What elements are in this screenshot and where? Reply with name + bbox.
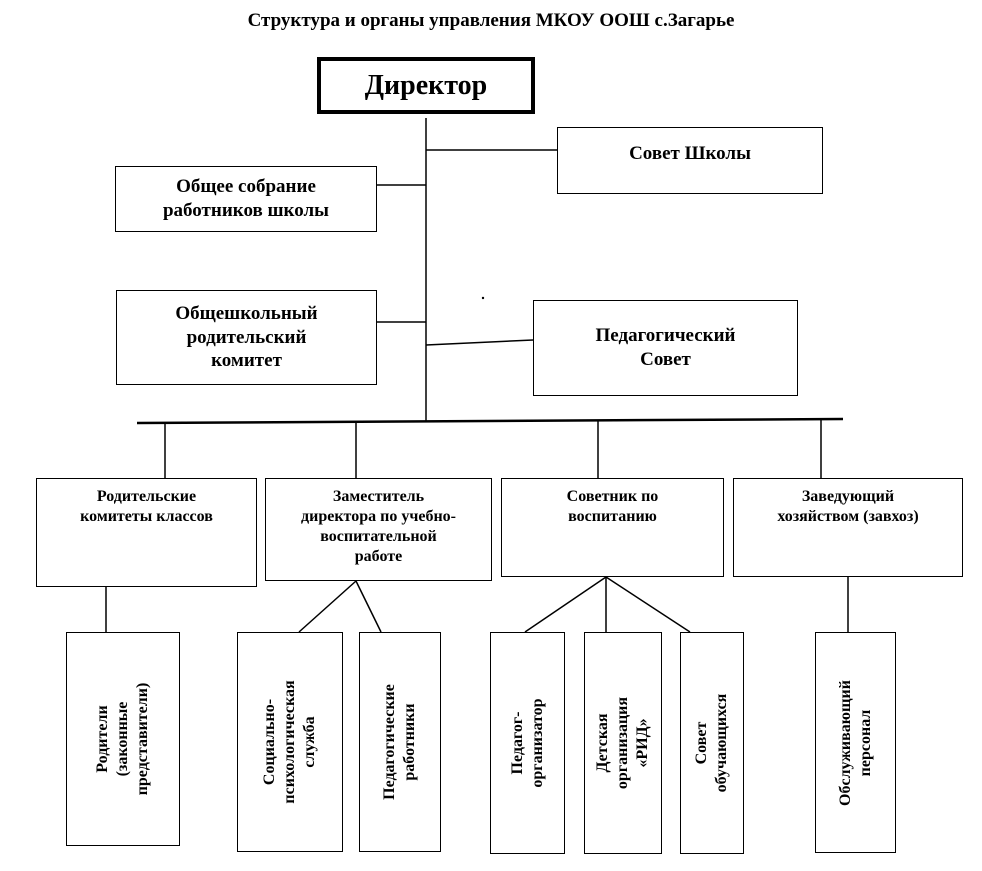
connector-psych bbox=[298, 580, 357, 633]
kids-org-label: Детская организация «РИД» bbox=[594, 696, 651, 790]
connector-ped-council bbox=[425, 339, 534, 346]
students-council-label: Совет обучающихся bbox=[693, 693, 730, 793]
deputy-box: Заместитель директора по учебно- воспита… bbox=[265, 478, 492, 581]
kids-org-box: Детская организация «РИД» bbox=[584, 632, 662, 854]
teachers-box: Педагогические работники bbox=[359, 632, 441, 852]
connector-students-council bbox=[605, 576, 691, 633]
general-meeting-box: Общее собрание работников школы bbox=[115, 166, 377, 232]
diagram-title: Структура и органы управления МКОУ ООШ с… bbox=[247, 10, 735, 31]
director-box: Директор bbox=[317, 57, 535, 114]
parents-box: Родители (законные представители) bbox=[66, 632, 180, 846]
ped-council-box: Педагогический Совет bbox=[533, 300, 798, 396]
parents-label: Родители (законные представители) bbox=[94, 682, 151, 796]
manager-box: Заведующий хозяйством (завхоз) bbox=[733, 478, 963, 577]
stray-dot bbox=[481, 296, 485, 300]
connector-distribution-bar bbox=[136, 417, 844, 425]
staff-label: Обслуживающий персонал bbox=[836, 679, 874, 806]
connector-teachers bbox=[355, 580, 382, 633]
advisor-box: Советник по воспитанию bbox=[501, 478, 724, 577]
organizer-label: Педагог-организатор bbox=[508, 698, 546, 788]
connector-organizer bbox=[524, 576, 607, 633]
school-council-box: Совет Школы bbox=[557, 127, 823, 194]
psych-service-box: Социально- психологическая служба bbox=[237, 632, 343, 852]
class-committees-box: Родительские комитеты классов bbox=[36, 478, 257, 587]
psych-service-label: Социально- психологическая служба bbox=[261, 680, 318, 804]
organizer-box: Педагог-организатор bbox=[490, 632, 565, 854]
students-council-box: Совет обучающихся bbox=[680, 632, 744, 854]
teachers-label: Педагогические работники bbox=[381, 684, 418, 800]
parent-committee-box: Общешкольный родительский комитет bbox=[116, 290, 377, 385]
staff-box: Обслуживающий персонал bbox=[815, 632, 896, 853]
